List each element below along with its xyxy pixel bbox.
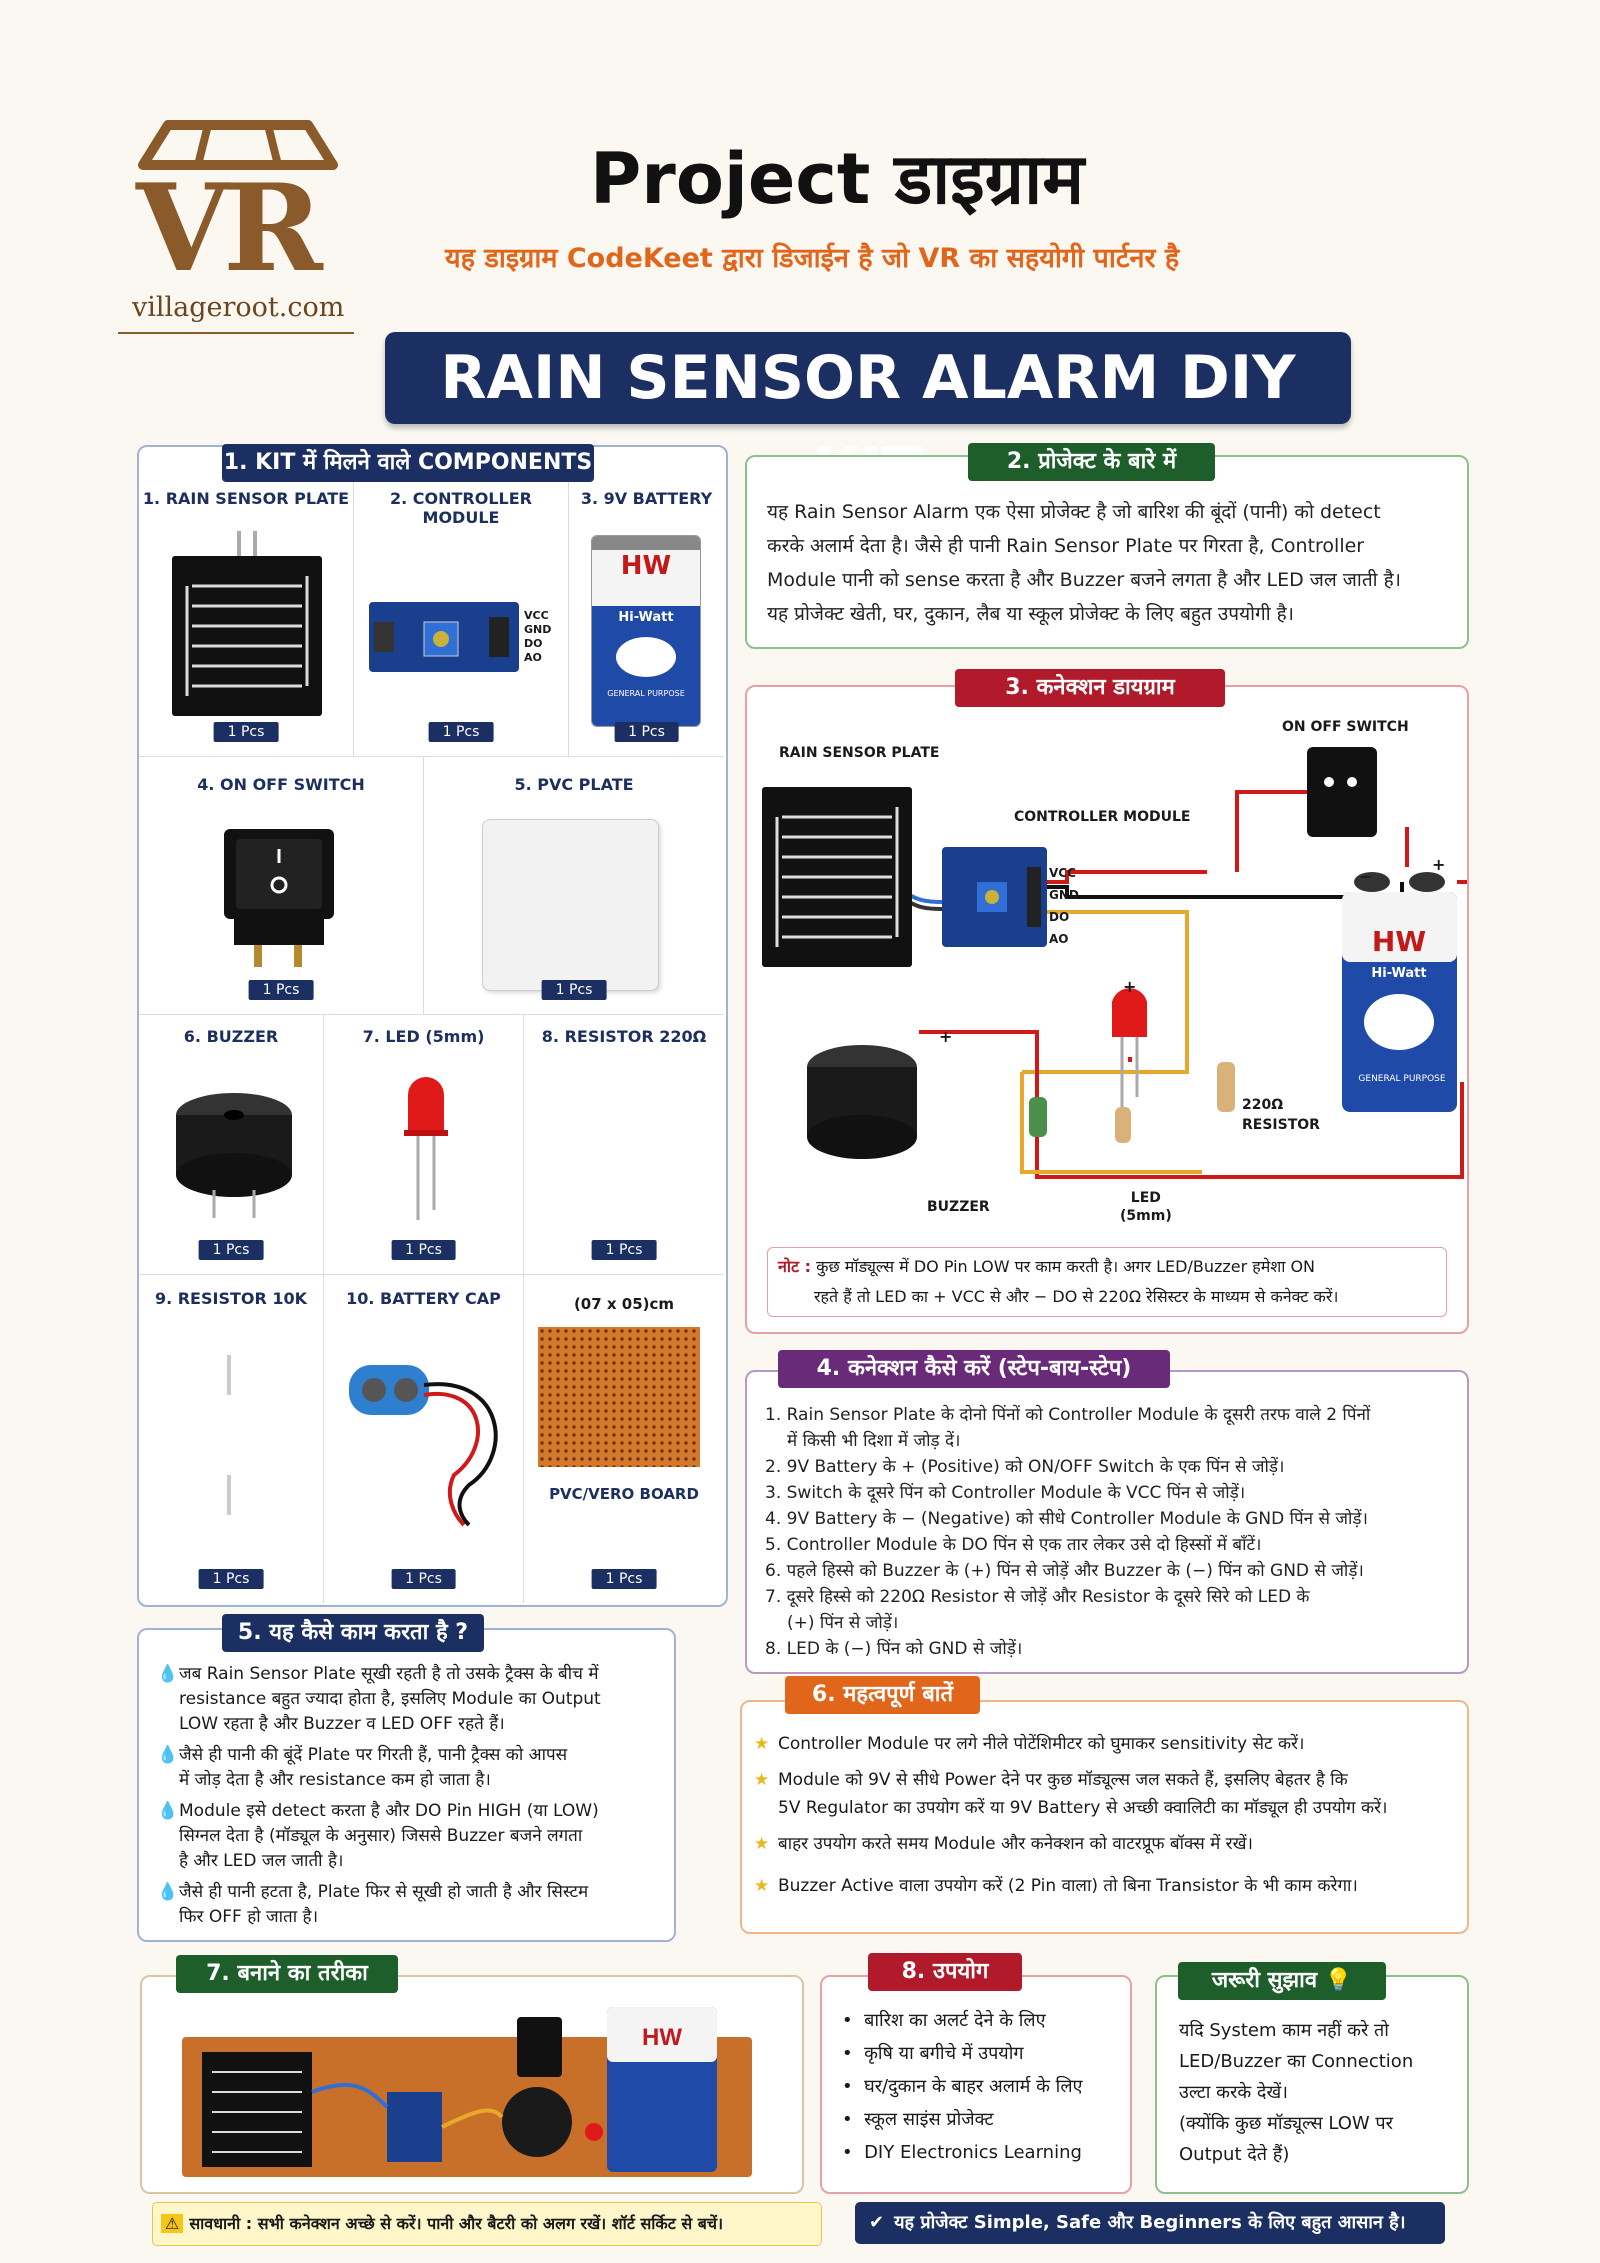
how-heading: 5. यह कैसे काम करता है ? — [222, 1614, 484, 1652]
brand-logo: VR villageroot.com — [118, 110, 358, 340]
diagram-buzzer-icon — [807, 1045, 917, 1159]
diagram-switch-icon — [1307, 747, 1377, 837]
diagram-battery-icon — [1342, 872, 1457, 1112]
tip-panel: यदि System काम नहीं करे तोLED/Buzzer का … — [1155, 1975, 1469, 2194]
rocker-switch-icon — [224, 829, 334, 967]
battery-cap-icon — [349, 1365, 498, 1527]
warning-icon: ⚠ — [161, 2214, 184, 2233]
about-panel: यह Rain Sensor Alarm एक ऐसा प्रोजेक्ट है… — [745, 455, 1469, 649]
component-9v-battery: 3. 9V BATTERY HW Hi-Watt GENERAL PURPOSE… — [569, 477, 724, 757]
diagram-note: नोट : कुछ मॉड्यूल्स में DO Pin LOW पर का… — [767, 1247, 1447, 1317]
tagline-bar: ✔यह प्रोजेक्ट Simple, Safe और Beginners … — [855, 2202, 1445, 2244]
svg-text:HW: HW — [642, 2024, 682, 2051]
star-icon: ★ — [754, 1834, 770, 1854]
battery-icon: HW Hi-Watt GENERAL PURPOSE — [591, 535, 701, 727]
component-pvc-plate: 5. PVC PLATE 1 Pcs — [424, 757, 724, 1015]
about-heading: 2. प्रोजेक्ट के बारे में — [968, 443, 1215, 481]
component-battery-cap: 10. BATTERY CAP 1 Pcs — [324, 1275, 524, 1603]
water-drop-icon: 💧 — [157, 1882, 179, 1902]
kit-banner-title: RAIN SENSOR ALARM DIY KIT — [440, 343, 1296, 505]
component-vero-board: (07 x 05)cm PVC/VERO BOARD 1 Pcs — [524, 1275, 724, 1603]
component-switch: 4. ON OFF SWITCH 1 Pcs — [139, 757, 424, 1015]
build-heading: 7. बनाने का तरीका — [176, 1955, 398, 1993]
uses-heading: 8. उपयोग — [868, 1953, 1022, 1991]
diagram-led-icon — [1112, 988, 1147, 1107]
component-rain-plate: 1. RAIN SENSOR PLATE 1 Pcs — [139, 477, 354, 757]
warning-bar: ⚠सावधानी : सभी कनेक्शन अच्छे से करें। पा… — [152, 2202, 822, 2246]
uses-panel: • बारिश का अलर्ट देने के लिए • कृषि या ब… — [820, 1975, 1132, 2194]
component-resistor-220: 8. RESISTOR 220Ω 1 Pcs — [524, 1015, 724, 1275]
diagram-resistor-led-icon — [1115, 1107, 1131, 1143]
build-panel: HW — [140, 1975, 804, 2194]
led-icon — [404, 1077, 448, 1220]
component-led: 7. LED (5mm) 1 Pcs — [324, 1015, 524, 1275]
page-subtitle: यह डाइग्राम CodeKeet द्वारा डिजाईन है जो… — [445, 243, 1180, 274]
star-icon: ★ — [754, 1734, 770, 1754]
water-drop-icon: 💧 — [157, 1801, 179, 1821]
components-heading: 1. KIT में मिलने वाले COMPONENTS — [222, 444, 594, 482]
water-drop-icon: 💧 — [157, 1664, 179, 1684]
vero-board-icon — [538, 1327, 700, 1467]
rain-sensor-plate-icon — [172, 531, 322, 716]
steps-heading: 4. कनेक्शन कैसे करें (स्टेप-बाय-स्टेप) — [778, 1350, 1170, 1388]
how-panel: 💧जब Rain Sensor Plate सूखी रहती है तो उस… — [137, 1628, 676, 1942]
important-heading: 6. महत्वपूर्ण बातें — [785, 1676, 980, 1714]
logo-underline — [118, 332, 354, 334]
water-drop-icon: 💧 — [157, 1745, 179, 1765]
steps-panel: 1. Rain Sensor Plate के दोनो पिंनों को C… — [745, 1370, 1469, 1674]
store-awning-icon — [138, 120, 338, 170]
logo-letters: VR — [136, 158, 323, 299]
pvc-plate-icon — [482, 819, 659, 991]
buzzer-icon — [176, 1093, 292, 1218]
diagram-resistor-10k-icon — [1029, 1097, 1047, 1137]
star-icon: ★ — [754, 1876, 770, 1896]
check-icon: ✔ — [869, 2212, 885, 2233]
diagram-panel: RAIN SENSOR PLATE CONTROLLER MODULE ON O… — [745, 685, 1469, 1334]
component-buzzer: 6. BUZZER 1 Pcs — [139, 1015, 324, 1275]
important-panel: ★Controller Module पर लगे नीले पोटेंशिमी… — [740, 1700, 1469, 1934]
connection-diagram — [762, 747, 1467, 1179]
page-title: Project डाइग्राम — [590, 138, 1085, 220]
lightbulb-icon: 💡 — [1324, 1968, 1353, 1993]
components-panel: 1. RAIN SENSOR PLATE 1 Pcs 2. CONTROLLER… — [137, 445, 728, 1607]
diagram-heading: 3. कनेक्शन डायग्राम — [955, 669, 1225, 707]
kit-banner: RAIN SENSOR ALARM DIY KIT — [385, 332, 1351, 505]
controller-module-icon — [369, 602, 519, 672]
logo-site: villageroot.com — [132, 292, 345, 323]
component-resistor-10k: 9. RESISTOR 10K 1 Pcs — [139, 1275, 324, 1603]
assembled-kit-photo: HW — [182, 2007, 752, 2177]
tip-heading: जरूरी सुझाव 💡 — [1178, 1962, 1386, 2000]
diagram-resistor-220-icon — [1217, 1062, 1235, 1112]
star-icon: ★ — [754, 1770, 770, 1790]
